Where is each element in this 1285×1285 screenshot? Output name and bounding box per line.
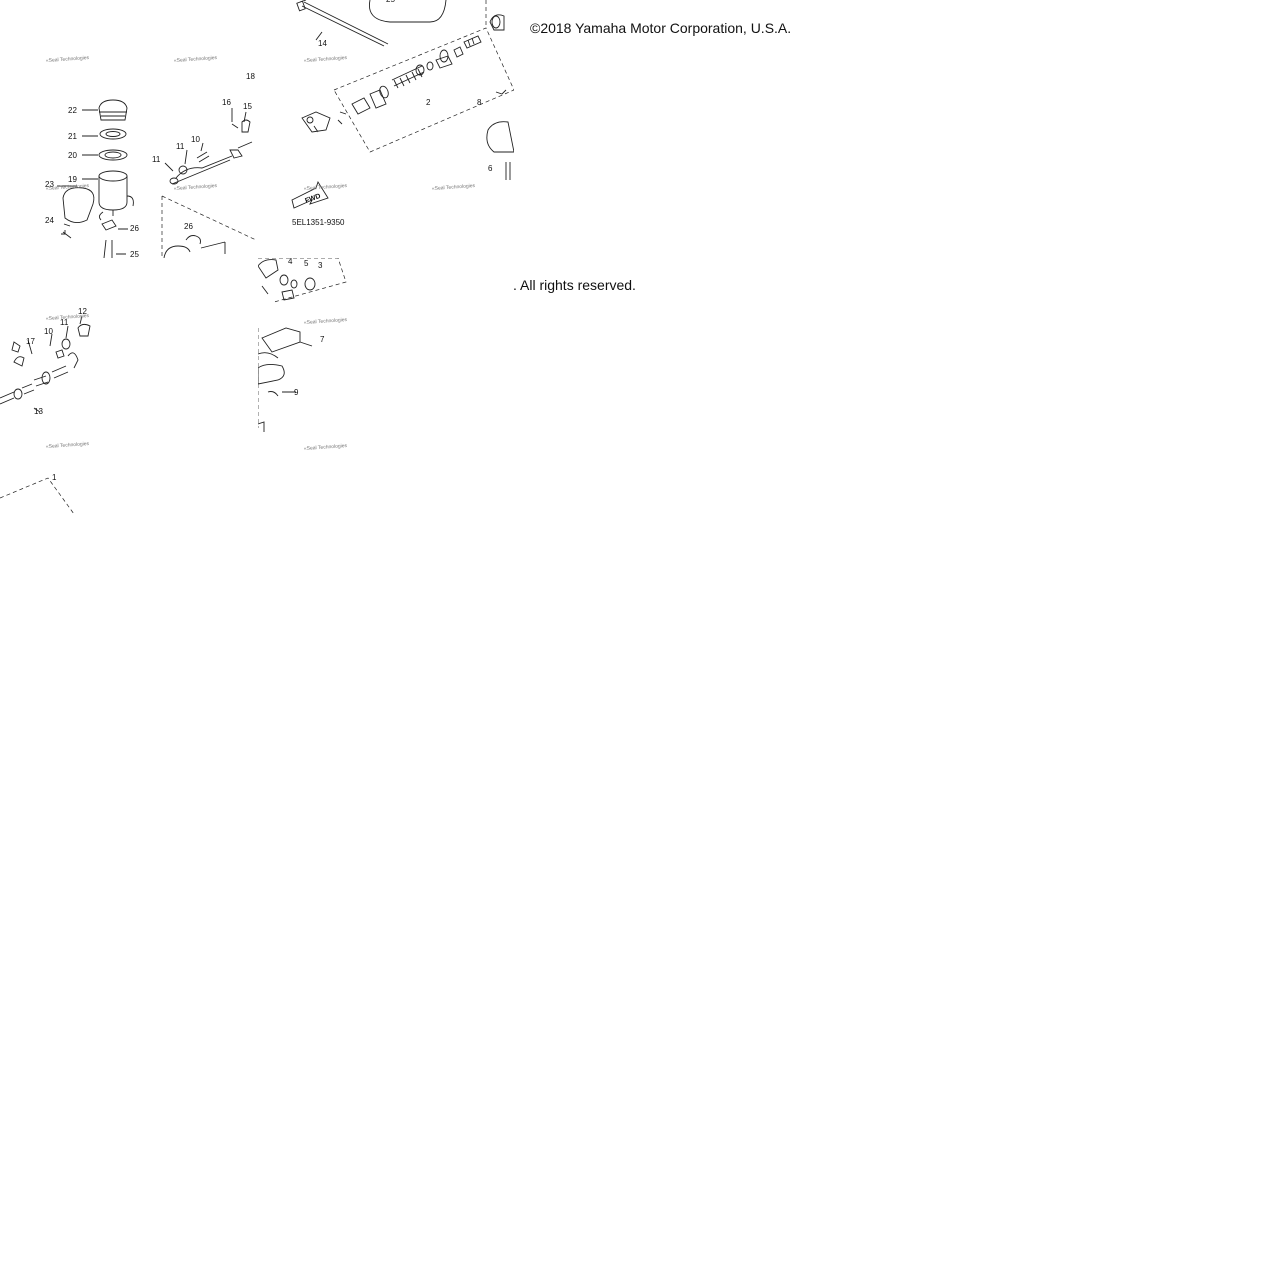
callout-5: 5 <box>304 259 309 268</box>
callout-11: 11 <box>152 155 161 164</box>
callout-9: 9 <box>294 388 299 397</box>
master-cylinder-drawing: FWD «Seal Technologies «Seal Technologie… <box>291 0 514 227</box>
hoses-drawing: «Seal Technologies «Seal Technologies 12… <box>0 307 91 515</box>
watermark: «Seal Technologies <box>432 183 476 192</box>
callout-11: 11 <box>176 142 185 151</box>
watermark: «Seal Technologies <box>46 441 90 450</box>
caliper-drawing: «Seal Technologies 4 5 3 7 9 «Seal Techn… <box>258 258 348 432</box>
diagram-code: 5EL1351-9350 <box>292 218 345 227</box>
callout-14: 14 <box>318 39 327 48</box>
callout-7: 7 <box>320 335 325 344</box>
diagram-tile-hoses: «Seal Technologies «Seal Technologies 12… <box>0 258 258 516</box>
watermark: «Seal Technologies <box>46 55 90 64</box>
rights-notice: . All rights reserved. <box>513 277 636 293</box>
reservoir-drawing: «Seal Technologies «Seal Technologies «S… <box>45 55 257 258</box>
callout-26: 26 <box>130 224 139 233</box>
watermark-strip: «Seal Technologies <box>304 443 348 452</box>
watermark: «Seal Technologies <box>46 313 90 322</box>
callout-22: 22 <box>68 106 77 115</box>
callout-20: 20 <box>68 151 77 160</box>
callout-15: 15 <box>243 102 252 111</box>
callout-24: 24 <box>45 216 54 225</box>
watermark: «Seal Technologies <box>304 317 348 326</box>
callout-25: 25 <box>130 250 139 258</box>
watermark: «Seal Technologies <box>174 183 218 192</box>
callout-18: 18 <box>246 72 255 81</box>
callout-8: 8 <box>477 98 482 107</box>
callout-2: 2 <box>426 98 431 107</box>
callout-11: 11 <box>60 318 69 327</box>
copyright-notice: ©2018 Yamaha Motor Corporation, U.S.A. <box>530 20 792 36</box>
callout-16: 16 <box>222 98 231 107</box>
callout-10: 10 <box>44 327 53 336</box>
watermark: «Seal Technologies <box>304 55 348 64</box>
callout-23: 23 <box>45 180 54 189</box>
callout-6: 6 <box>488 164 493 173</box>
callout-26: 26 <box>184 222 193 231</box>
callout-21: 21 <box>68 132 77 141</box>
callout-25: 25 <box>386 0 395 4</box>
fwd-arrow-icon: FWD <box>291 180 329 209</box>
callout-12: 12 <box>78 307 87 316</box>
callout-13: 13 <box>34 407 43 416</box>
callout-19: 19 <box>68 175 77 184</box>
callout-4: 4 <box>288 258 293 266</box>
callout-3: 3 <box>318 261 323 270</box>
watermark: «Seal Technologies <box>174 55 218 64</box>
watermark: «Seal Technologies <box>304 183 348 192</box>
diagram-tile-reservoir: «Seal Technologies «Seal Technologies «S… <box>0 0 258 258</box>
diagram-tile-caliper: «Seal Technologies 4 5 3 7 9 «Seal Techn… <box>258 258 348 438</box>
watermark: «Seal Technologies <box>46 183 90 192</box>
watermark: «Seal Technologies <box>304 443 348 452</box>
diagram-tile-master-cylinder: FWD «Seal Technologies «Seal Technologie… <box>258 0 514 258</box>
callout-1: 1 <box>52 473 57 482</box>
callout-17: 17 <box>26 337 35 346</box>
callout-10: 10 <box>191 135 200 144</box>
